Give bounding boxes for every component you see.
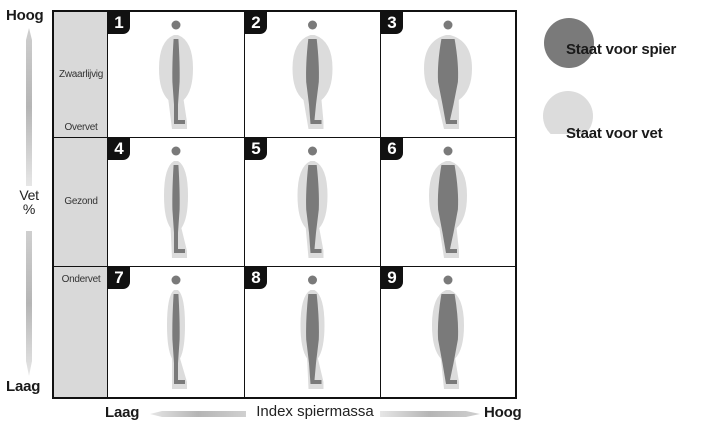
category-number-badge: 1: [108, 12, 130, 34]
y-axis-high-label: Hoog: [6, 7, 44, 24]
head-circle: [172, 21, 181, 30]
category-cell-6: 6: [381, 138, 515, 266]
head-circle: [308, 276, 317, 285]
head-circle: [444, 147, 453, 156]
fat-legend-label: Staat voor vet: [566, 125, 662, 142]
head-circle: [444, 276, 453, 285]
x-axis-title: Index spiermassa: [250, 403, 380, 420]
category-number-badge: 5: [245, 138, 267, 160]
category-number-badge: 7: [108, 267, 130, 289]
head-circle: [308, 147, 317, 156]
x-axis-low-label: Laag: [105, 404, 139, 421]
category-cell-1: 1: [108, 12, 244, 137]
category-number-badge: 9: [381, 267, 403, 289]
body-figure: [108, 267, 244, 397]
row-label-obese: Zwaarlijvig: [55, 69, 107, 80]
row-label-overfat: Overvet: [55, 122, 107, 133]
y-axis-title: Vet: [14, 188, 44, 202]
category-cell-7: 7: [108, 267, 244, 397]
x-axis-high-label: Hoog: [484, 404, 522, 421]
category-cell-3: 3: [381, 12, 515, 137]
category-cell-2: 2: [245, 12, 380, 137]
muscle-legend-label: Staat voor spier: [566, 41, 676, 58]
y-axis-low-label: Laag: [6, 378, 40, 395]
category-cell-9: 9: [381, 267, 515, 397]
y-axis-unit: %: [14, 202, 44, 216]
head-circle: [172, 147, 181, 156]
legend-swatches: [540, 14, 600, 134]
row-label-underfat: Ondervet: [55, 274, 107, 285]
category-cell-4: 4: [108, 138, 244, 266]
head-circle: [308, 21, 317, 30]
row-label-healthy: Gezond: [55, 196, 107, 207]
head-circle: [444, 21, 453, 30]
category-cell-5: 5: [245, 138, 380, 266]
head-circle: [172, 276, 181, 285]
category-number-badge: 2: [245, 12, 267, 34]
category-cell-8: 8: [245, 267, 380, 397]
category-number-badge: 8: [245, 267, 267, 289]
category-number-badge: 3: [381, 12, 403, 34]
category-number-badge: 4: [108, 138, 130, 160]
category-number-badge: 6: [381, 138, 403, 160]
